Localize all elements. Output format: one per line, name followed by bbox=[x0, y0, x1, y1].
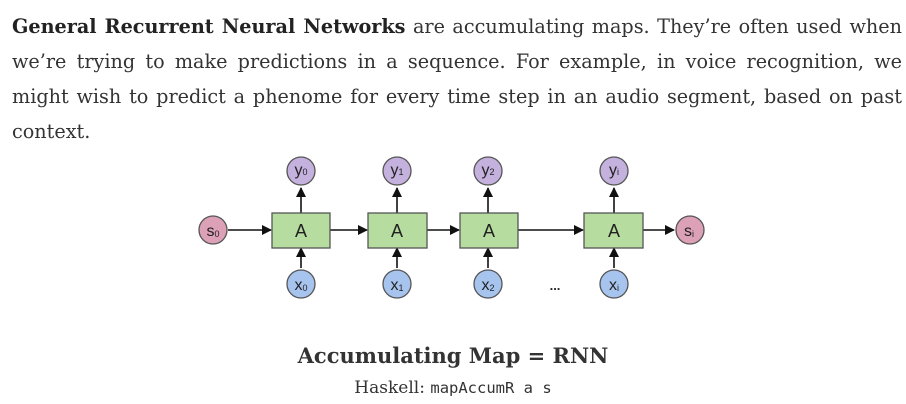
cell-label: A bbox=[391, 221, 403, 241]
svg-text:si: si bbox=[684, 223, 694, 240]
intro-rest: are accumulating maps. They’re often use… bbox=[12, 15, 902, 143]
svg-text:y1: y1 bbox=[390, 162, 403, 179]
state-s0-base: s bbox=[206, 223, 214, 240]
intro-paragraph: General Recurrent Neural Networks are ac… bbox=[12, 9, 902, 149]
input-xi-sub: i bbox=[617, 283, 619, 293]
rnn-step-0: A x0 y0 bbox=[271, 156, 331, 299]
input-x0-sub: 0 bbox=[302, 283, 307, 293]
state-si-sub: i bbox=[692, 229, 694, 239]
sequence-ellipsis: ... bbox=[550, 278, 561, 293]
svg-text:xi: xi bbox=[609, 277, 619, 294]
intro-bold-lead: General Recurrent Neural Networks bbox=[12, 15, 406, 38]
svg-text:y0: y0 bbox=[294, 162, 307, 179]
input-xi-base: x bbox=[609, 277, 617, 294]
svg-text:x1: x1 bbox=[390, 277, 403, 294]
diagram-caption: Accumulating Map = RNN bbox=[297, 343, 609, 368]
input-x1-base: x bbox=[390, 277, 398, 294]
cell-box bbox=[271, 212, 331, 249]
cell-label: A bbox=[483, 221, 495, 241]
rnn-step-i: A xi yi bbox=[583, 156, 644, 299]
output-y1-base: y bbox=[390, 162, 398, 179]
cell-box bbox=[367, 212, 428, 249]
state-node-s0: s0 bbox=[198, 215, 228, 245]
rnn-step-1: A x1 y1 bbox=[367, 156, 428, 299]
svg-text:y2: y2 bbox=[481, 162, 494, 179]
state-s0-sub: 0 bbox=[214, 229, 219, 239]
output-y0-base: y bbox=[294, 162, 302, 179]
state-si-base: s bbox=[684, 223, 692, 240]
output-yi-sub: i bbox=[617, 167, 619, 177]
haskell-code: mapAccumR a s bbox=[430, 379, 552, 397]
output-y1-sub: 1 bbox=[398, 167, 403, 177]
input-x0-base: x bbox=[294, 277, 302, 294]
state-node-si: si bbox=[675, 215, 705, 245]
output-y0-sub: 0 bbox=[302, 167, 307, 177]
cell-box bbox=[583, 212, 644, 249]
output-y2-base: y bbox=[481, 162, 489, 179]
svg-text:yi: yi bbox=[609, 162, 619, 179]
output-yi-base: y bbox=[609, 162, 617, 179]
svg-text:x0: x0 bbox=[294, 277, 307, 294]
cell-box bbox=[459, 212, 519, 249]
rnn-step-2: A x2 y2 bbox=[459, 156, 519, 299]
cell-label: A bbox=[295, 221, 307, 241]
cell-label: A bbox=[608, 221, 620, 241]
input-x2-sub: 2 bbox=[489, 283, 494, 293]
input-x2-base: x bbox=[481, 277, 489, 294]
diagram-subcaption: Haskell: mapAccumR a s bbox=[0, 378, 906, 398]
svg-text:s0: s0 bbox=[206, 223, 219, 240]
input-x1-sub: 1 bbox=[398, 283, 403, 293]
subcaption-prefix: Haskell: bbox=[354, 378, 431, 398]
output-y2-sub: 2 bbox=[489, 167, 494, 177]
svg-text:x2: x2 bbox=[481, 277, 494, 294]
